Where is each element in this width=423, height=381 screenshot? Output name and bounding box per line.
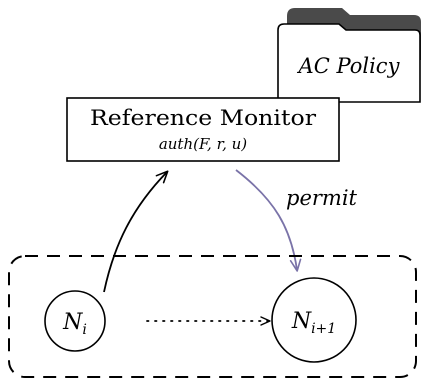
node-n-i-label: Ni [62, 310, 87, 338]
reference-monitor-title: Reference Monitor [90, 106, 317, 130]
node-n-i-plus-1-label: Ni+1 [291, 309, 336, 337]
reference-monitor-frame [66, 97, 340, 162]
ac-policy-label: AC Policy [297, 54, 401, 78]
node-n-i-plus-1: Ni+1 [271, 277, 357, 363]
request-arrow [103, 170, 169, 293]
node-n-i-plus-1-subscript: i+1 [311, 321, 336, 337]
node-n-i: Ni [44, 290, 106, 352]
permit-label: permit [286, 186, 358, 210]
node-group-dashed-box [8, 255, 417, 378]
node-n-i-subscript: i [82, 322, 86, 338]
node-n-i-circle [44, 290, 106, 352]
ac-policy-folder-icon: AC Policy [277, 8, 421, 103]
node-n-i-plus-1-base: N [291, 309, 312, 334]
auth-function-label: auth(F, r, u) [159, 135, 247, 153]
node-n-i-plus-1-circle [271, 277, 357, 363]
reference-monitor-box: Reference Monitor auth(F, r, u) [66, 97, 340, 162]
node-n-i-base: N [62, 310, 83, 335]
folder-front-panel [277, 23, 421, 103]
